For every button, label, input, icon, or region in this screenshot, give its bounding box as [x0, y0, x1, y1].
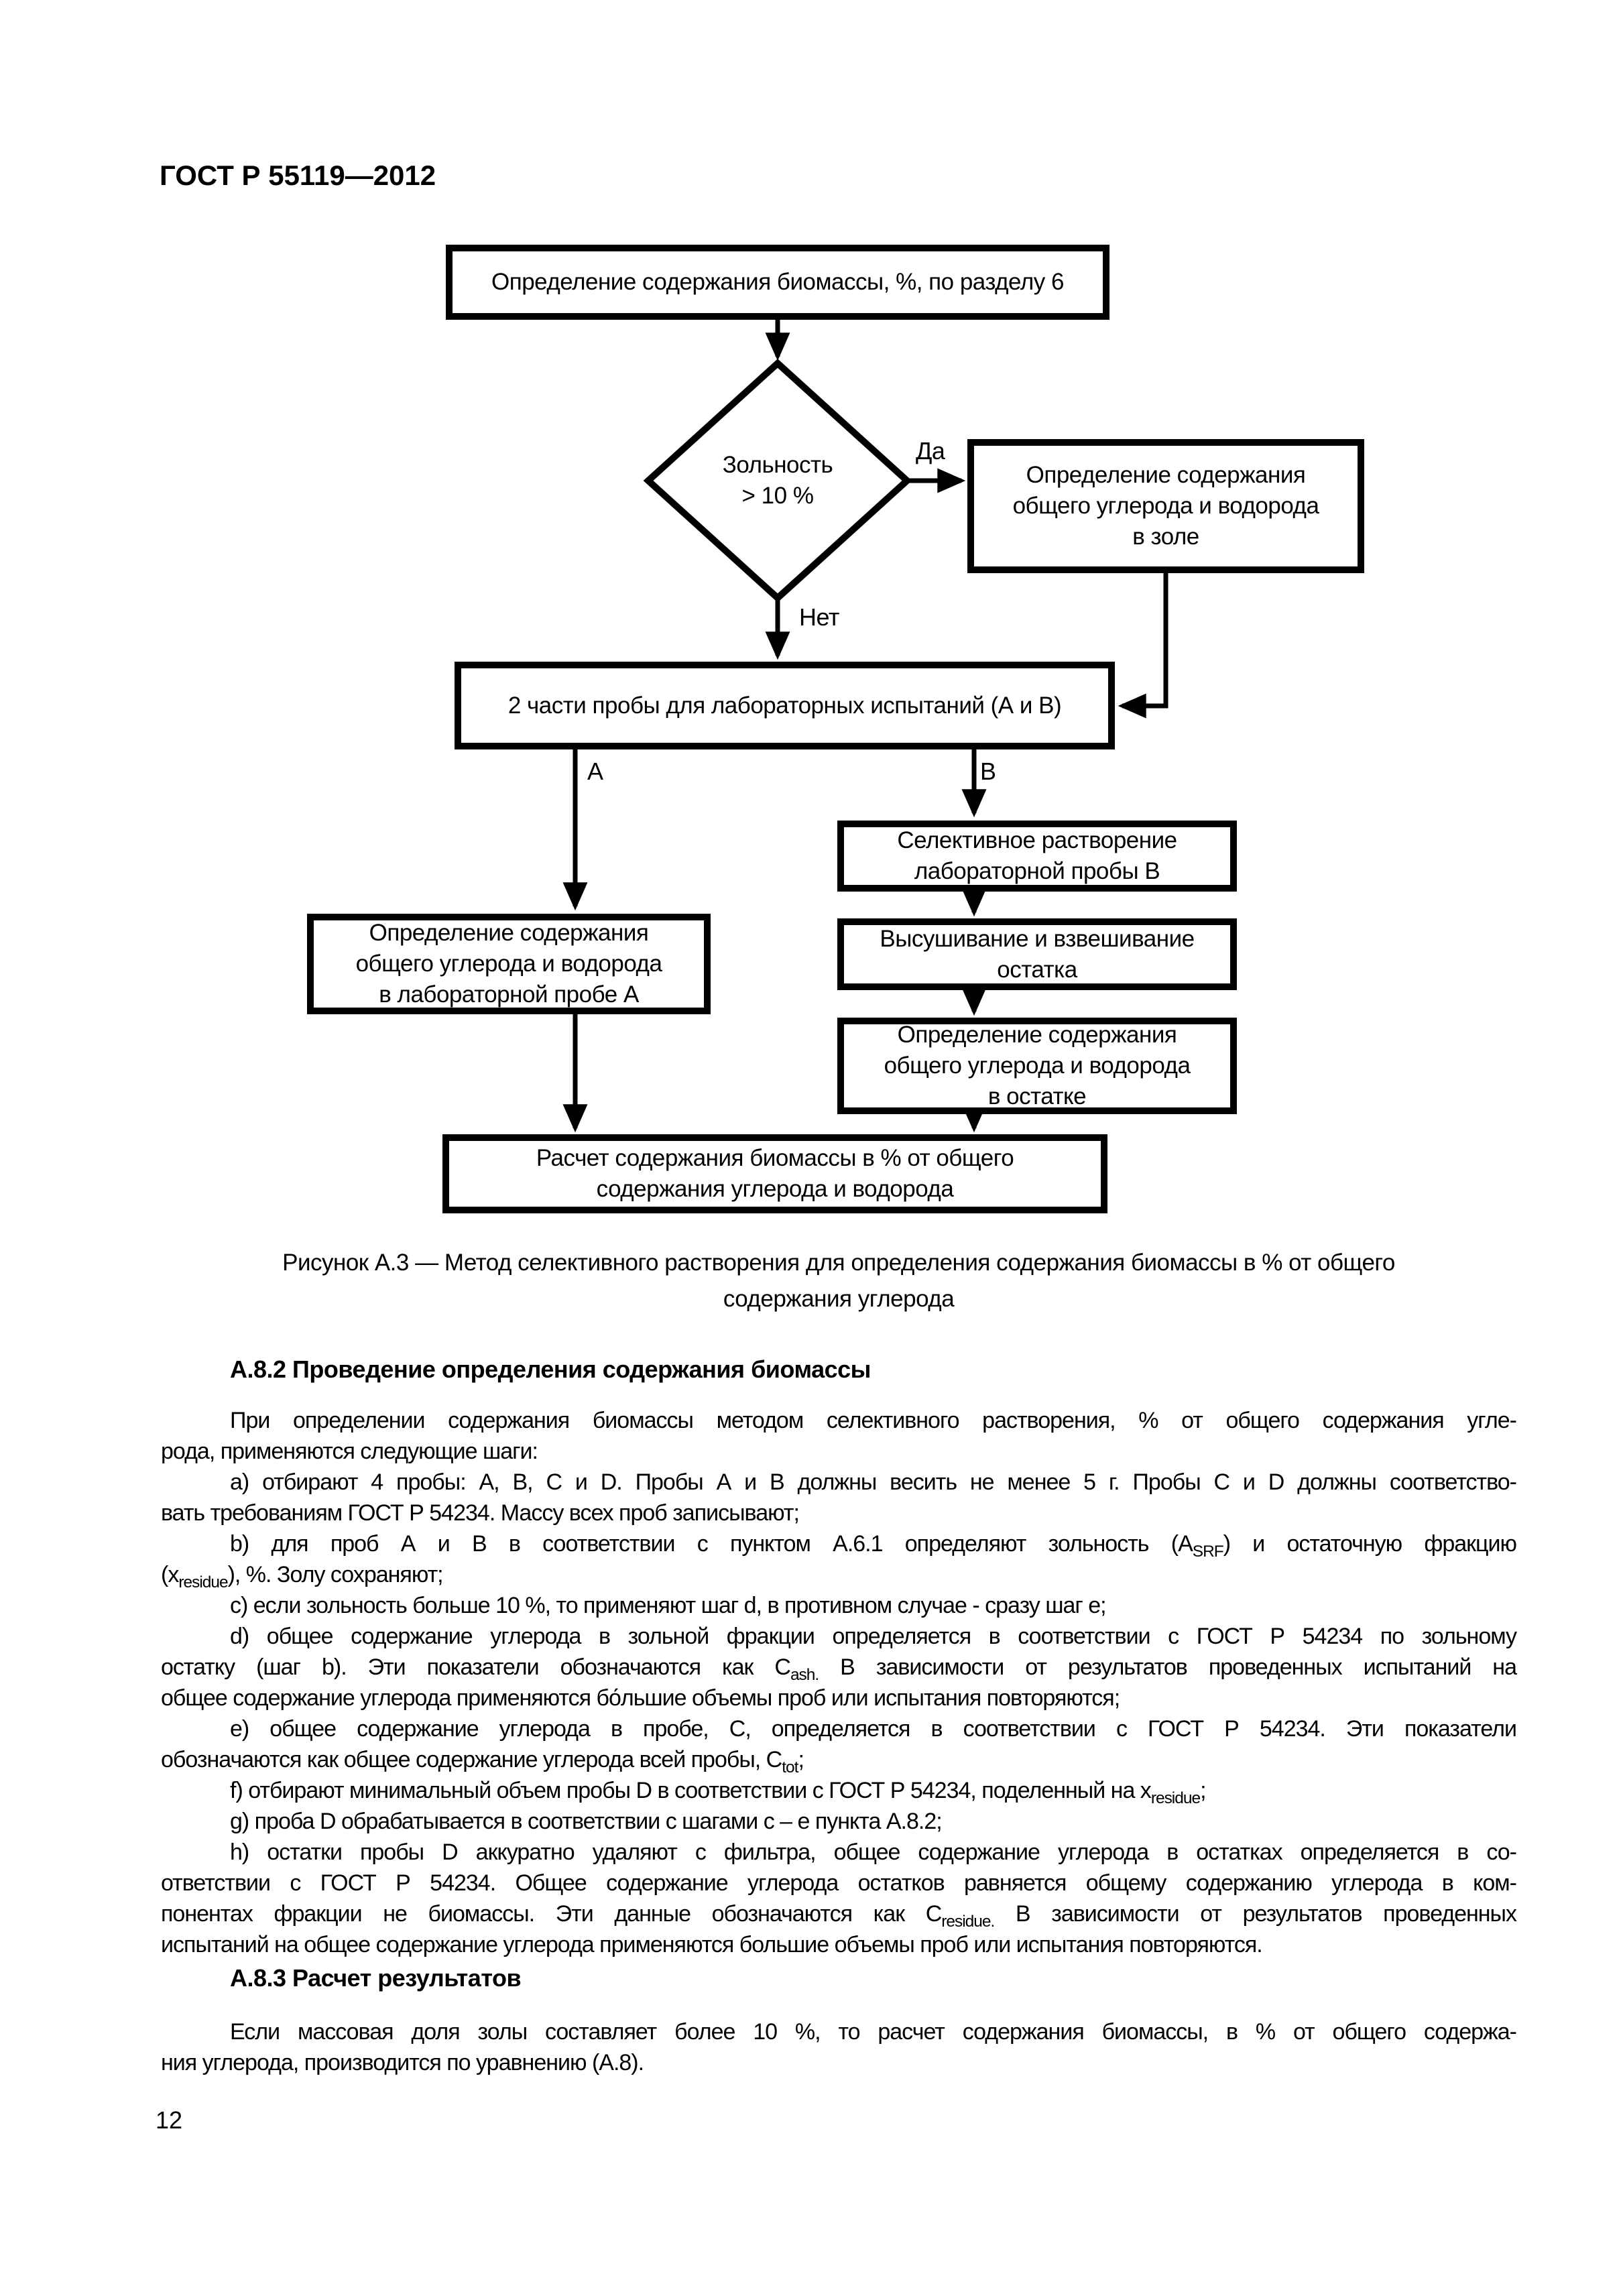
body-line: общее содержание углерода применяются бо… [161, 1685, 1120, 1711]
decision-diamond-text: Зольность > 10 % [670, 450, 885, 511]
body-line: g) проба D обрабатывается в соответствии… [230, 1809, 943, 1834]
body-line: b) для проб А и В в соответствии с пункт… [230, 1531, 1517, 1561]
decision-diamond-line: Зольность [722, 452, 833, 478]
flowchart-node-line: Определение содержания [897, 1022, 1177, 1048]
flowchart-node-line: лабораторной пробы В [914, 858, 1160, 884]
figure-caption-line-1: Рисунок А.3 — Метод селективного раствор… [282, 1250, 1395, 1276]
edge-label-branch-b: В [980, 758, 996, 785]
decision-diamond [643, 359, 912, 603]
figure-caption-line-2: содержания углерода [723, 1286, 955, 1312]
flowchart-node-line: Высушивание и взвешивание [880, 925, 1195, 952]
body-line: рода, применяются следующие шаги: [161, 1439, 538, 1464]
body-line: (xresidue), %. Золу сохраняют; [161, 1562, 444, 1591]
flowchart-connectors [562, 320, 1168, 1133]
flowchart-node-line: остатка [997, 956, 1077, 983]
flowchart-node-line: Селективное растворение [897, 827, 1177, 853]
edge-label-no: Нет [799, 603, 839, 631]
body-line: ния углерода, производится по уравнению … [161, 2050, 644, 2075]
flowchart-node-start: Определение содержания биомассы, %, по р… [446, 245, 1109, 320]
flowchart-node-line: в золе [1132, 524, 1199, 550]
body-line: понентах фракции не биомассы. Эти данные… [161, 1901, 1517, 1931]
flowchart-node-line: в остатке [987, 1083, 1087, 1109]
page-header: ГОСТ Р 55119—2012 [160, 160, 436, 191]
body-line: ответствии с ГОСТ Р 54234. Общее содержа… [161, 1870, 1517, 1896]
flowchart-node-line: общего углерода и водорода [884, 1052, 1191, 1079]
flowchart-node-dry-weigh: Высушивание и взвешивание остатка [837, 918, 1237, 990]
flowchart-node-line: содержания углерода и водорода [596, 1176, 954, 1202]
section-heading-a82: А.8.2 Проведение определения содержания … [230, 1355, 871, 1383]
body-line: h) остатки пробы D аккуратно удаляют с ф… [230, 1839, 1517, 1865]
body-line: f) отбирают минимальный объем пробы D в … [230, 1778, 1207, 1807]
flowchart-node-residue-analysis: Определение содержания общего углерода и … [837, 1018, 1237, 1114]
page-number: 12 [156, 2106, 183, 2134]
body-line: е) общее содержание углерода в пробе, С,… [230, 1716, 1517, 1742]
flowchart-node-line: общего углерода и водорода [355, 951, 662, 977]
flowchart-node-line: Определение содержания [1026, 462, 1306, 488]
body-line: При определении содержания биомассы мето… [230, 1408, 1517, 1433]
body-line: Если массовая доля золы составляет более… [230, 2019, 1517, 2045]
body-line: испытаний на общее содержание углерода п… [161, 1932, 1263, 1957]
flowchart-node-line: общего углерода и водорода [1012, 493, 1319, 519]
flowchart-node-ash-analysis: Определение содержания общего углерода и … [967, 439, 1364, 573]
flowchart-edge-ash-to-split [1118, 573, 1168, 719]
flowchart-node-line: Определение содержания биомассы, %, по р… [491, 269, 1064, 295]
flowchart-node-line: Расчет содержания биомассы в % от общего [536, 1145, 1014, 1171]
body-line: d) общее содержание углерода в зольной ф… [230, 1624, 1517, 1649]
flowchart-node-probe-a-analysis: Определение содержания общего углерода и … [307, 914, 711, 1014]
flowchart-node-selective-dissolution: Селективное растворение лабораторной проб… [837, 821, 1237, 892]
body-line: обозначаются как общее содержание углеро… [161, 1747, 804, 1776]
body-line: а) отбирают 4 пробы: А, В, С и D. Пробы … [230, 1469, 1517, 1495]
flowchart-edges [562, 320, 1168, 1133]
edge-label-branch-a: А [587, 758, 603, 785]
body-line: остатку (шаг b). Эти показатели обознача… [161, 1654, 1517, 1684]
flowchart-node-split-sample: 2 части пробы для лабораторных испытаний… [455, 662, 1115, 749]
decision-diamond-line: > 10 % [741, 483, 814, 509]
section-heading-a83: А.8.3 Расчет результатов [230, 1964, 522, 1992]
edge-label-yes: Да [916, 437, 945, 465]
body-line: вать требованиям ГОСТ Р 54234. Массу все… [161, 1500, 800, 1526]
flowchart-node-line: Определение содержания [369, 920, 649, 946]
body-line: с) если зольность больше 10 %, то примен… [230, 1593, 1107, 1618]
flowchart-node-line: в лабораторной пробе А [379, 981, 639, 1008]
flowchart-node-line: 2 части пробы для лабораторных испытаний… [507, 692, 1062, 719]
flowchart-node-calc-result: Расчет содержания биомассы в % от общего… [442, 1134, 1107, 1213]
